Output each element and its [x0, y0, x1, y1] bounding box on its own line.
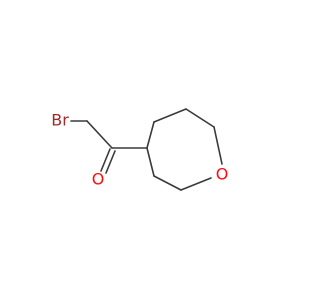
- carbonyl-oxygen-label: O: [92, 170, 105, 189]
- ring-bond-c4-c3: [146, 121, 155, 149]
- ring-bond-o-c7: [180, 177, 212, 191]
- ring-bond-c2-c1: [185, 108, 215, 128]
- bond-carbonyl-double-a: [100, 148, 111, 172]
- ring-bond-c3-c2: [153, 108, 187, 123]
- bond-ch2-carbonyl: [86, 120, 113, 149]
- bromine-atom-label: Br: [51, 111, 69, 130]
- molecule-structure: Br O O: [51, 108, 229, 191]
- ring-bond-c6-c4: [146, 147, 155, 177]
- ring-bond-c7-c6: [153, 175, 182, 191]
- ring-bond-c1-o: [213, 126, 223, 165]
- ring-oxygen-label: O: [216, 165, 229, 184]
- bond-carbonyl-double-b: [105, 150, 116, 174]
